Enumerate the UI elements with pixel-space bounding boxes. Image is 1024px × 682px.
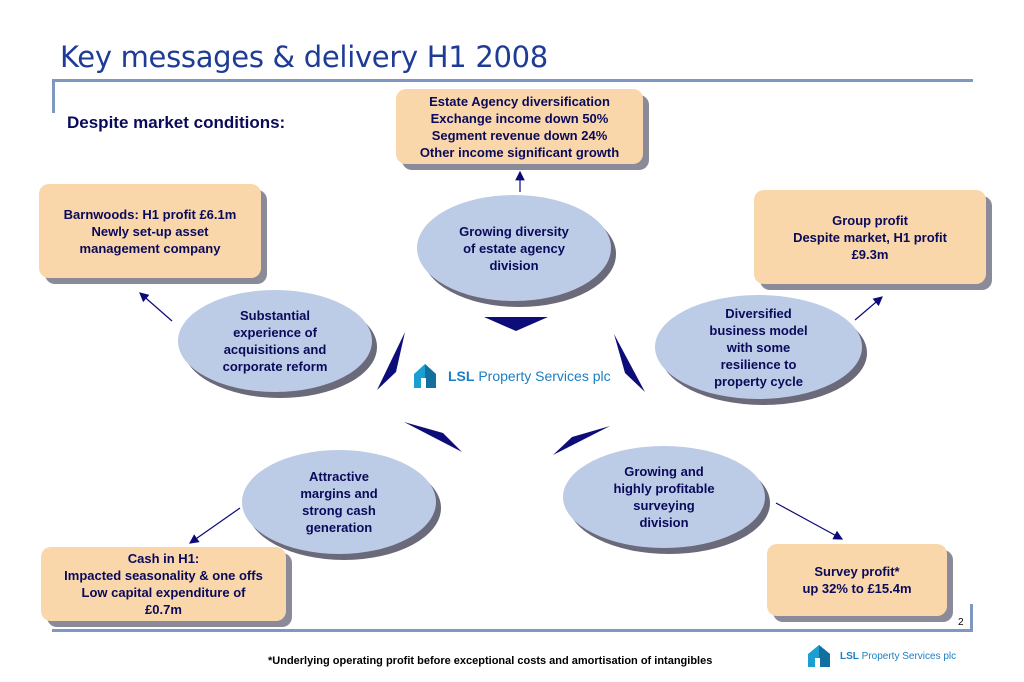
diversified-model-ellipse: Diversified business model with some res… [655, 295, 862, 399]
right-accent-bar [970, 604, 973, 632]
estate-agency-box: Estate Agency diversification Exchange i… [396, 89, 643, 164]
survey-text: Survey profit* up 32% to £15.4m [802, 564, 912, 596]
arrow-to-survey [775, 502, 844, 540]
logo-brand: LSL [448, 368, 475, 384]
substantial-experience-ellipse: Substantial experience of acquisitions a… [178, 290, 372, 392]
logo-name: Property Services plc [478, 368, 611, 384]
pointer-top [484, 317, 548, 331]
estate-agency-text: Estate Agency diversification Exchange i… [419, 93, 620, 160]
diversified-model-text: Diversified business model with some res… [709, 305, 808, 389]
house-logo-icon [414, 364, 436, 388]
pointer-bottom-right [553, 426, 610, 455]
group-profit-text: Group profit Despite market, H1 profit £… [793, 212, 947, 262]
house-logo-icon [808, 645, 830, 667]
cash-text: Cash in H1: Impacted seasonality & one o… [64, 551, 263, 617]
top-divider [52, 79, 973, 82]
growing-diversity-text: Growing diversity of estate agency divis… [459, 223, 569, 273]
footer-logo-brand: LSL [840, 650, 859, 662]
surveying-division-ellipse: Growing and highly profitable surveying … [563, 446, 765, 548]
substantial-experience-text: Substantial experience of acquisitions a… [222, 308, 328, 374]
arrow-to-group-profit [854, 296, 883, 321]
footer-logo: LSL Property Services plc [806, 643, 956, 669]
barnwoods-box: Barnwoods: H1 profit £6.1m Newly set-up … [39, 184, 261, 278]
left-accent-bar [52, 79, 55, 113]
attractive-margins-text: Attractive margins and strong cash gener… [300, 469, 378, 535]
group-profit-box: Group profit Despite market, H1 profit £… [754, 190, 986, 284]
footnote: *Underlying operating profit before exce… [268, 655, 713, 667]
pointer-right [614, 334, 645, 392]
pointer-bottom-left [404, 422, 462, 452]
arrow-to-cash [189, 507, 241, 544]
cash-box: Cash in H1: Impacted seasonality & one o… [41, 547, 286, 621]
barnwoods-text: Barnwoods: H1 profit £6.1m Newly set-up … [63, 206, 237, 256]
surveying-division-text: Growing and highly profitable surveying … [613, 464, 715, 530]
growing-diversity-ellipse: Growing diversity of estate agency divis… [417, 195, 611, 301]
pointer-left [377, 332, 405, 390]
bottom-divider [52, 629, 973, 632]
survey-box: Survey profit* up 32% to £15.4m [767, 544, 947, 616]
arrow-to-barnwoods [139, 292, 173, 322]
slide-title: Key messages & delivery H1 2008 [60, 40, 548, 74]
center-logo: LSL Property Services plc [412, 362, 611, 390]
footer-logo-name: Property Services plc [861, 650, 957, 662]
slide-subtitle: Despite market conditions: [67, 113, 286, 132]
page-number: 2 [958, 617, 964, 628]
attractive-margins-ellipse: Attractive margins and strong cash gener… [242, 450, 436, 554]
